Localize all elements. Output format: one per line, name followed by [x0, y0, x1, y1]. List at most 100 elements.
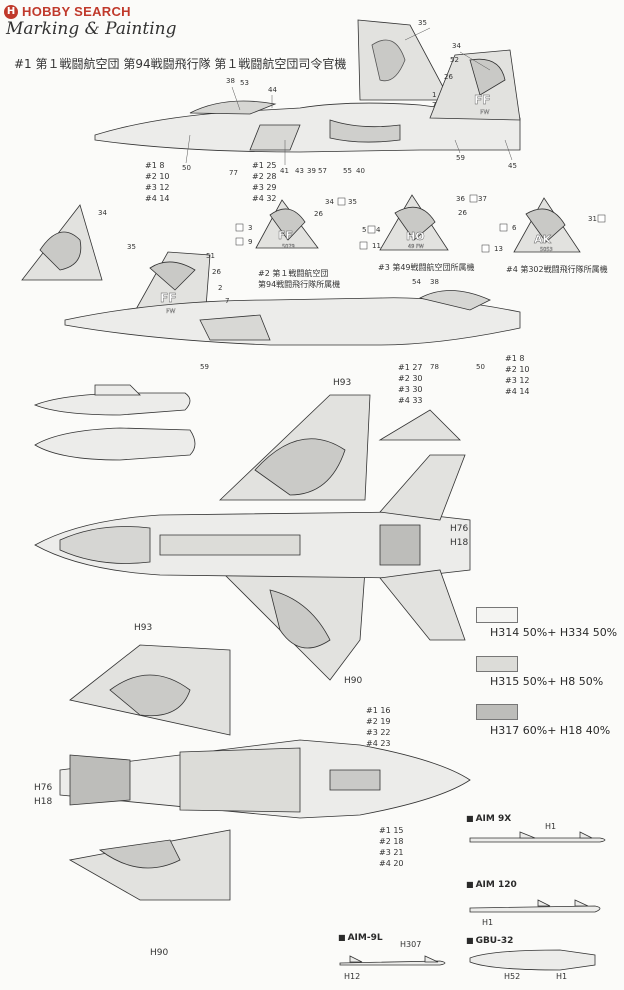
decal-table-5: #1 16#2 19 #3 22#4 23 [366, 706, 391, 748]
tail-code-fin3: HO [406, 230, 425, 243]
weapon-title-aim-9x: AIM 9X [466, 814, 512, 824]
svg-text:41: 41 [280, 167, 289, 175]
svg-text:6: 6 [512, 224, 517, 232]
svg-text:13: 13 [494, 245, 503, 253]
decal-table-4: #1 8#2 10 #3 12#4 14 [505, 354, 530, 396]
callout-h52: H52 [504, 972, 521, 981]
tail-plane-small-view [378, 409, 461, 441]
svg-text:26: 26 [314, 210, 323, 218]
svg-text:35: 35 [348, 198, 357, 206]
external-fuel-tank-1 [33, 384, 191, 416]
callout-h1-a: H1 [545, 822, 557, 831]
weapon-aim-120 [469, 899, 601, 913]
svg-text:38: 38 [226, 77, 235, 85]
svg-text:35: 35 [418, 19, 427, 27]
tail-code-fin2: FF [278, 229, 293, 242]
svg-text:59: 59 [200, 363, 209, 371]
weapon-aim-9x [469, 831, 606, 843]
hobby-search-logo: H HOBBY SEARCH [4, 4, 131, 19]
svg-text:7: 7 [225, 297, 229, 305]
callout-h90-a: H90 [344, 676, 363, 686]
tail-code-side2: FF [160, 291, 176, 305]
roundel-marks [235, 194, 606, 253]
weapon-title-gbu-32: GBU-32 [466, 936, 514, 946]
svg-text:7: 7 [432, 101, 436, 109]
tail-fin-view-3 [379, 194, 449, 251]
callout-h93-b: H93 [134, 623, 153, 633]
logo-mark-icon: H [4, 4, 18, 19]
callout-h307: H307 [400, 940, 422, 949]
weapon-title-aim-120: AIM 120 [466, 880, 517, 890]
svg-text:43: 43 [295, 167, 304, 175]
weapon-gbu-32 [469, 949, 596, 971]
svg-text:37: 37 [478, 195, 487, 203]
svg-text:38: 38 [430, 278, 439, 286]
logo-text: HOBBY SEARCH [22, 4, 131, 19]
svg-text:2: 2 [218, 284, 222, 292]
caption-aircraft-1: #1 第１戦闘航空団 第94戦闘飛行隊 第１戦闘航空団司令官機 [14, 57, 347, 71]
svg-text:34: 34 [98, 209, 107, 217]
svg-text:51: 51 [206, 252, 215, 260]
svg-text:26: 26 [458, 209, 467, 217]
aircraft-bottom-view [59, 644, 471, 901]
tail-code-fin4: AK [534, 233, 552, 246]
svg-text:45: 45 [508, 162, 517, 170]
svg-text:4: 4 [376, 226, 381, 234]
tail-sub-fin4: 5053 [540, 247, 553, 253]
svg-text:9: 9 [248, 238, 252, 246]
aircraft-side-view-1 [94, 19, 521, 153]
decal-table-3: #1 27#2 30 #3 30#4 33 [398, 363, 423, 405]
svg-text:34: 34 [325, 198, 334, 206]
tail-fin-view-4 [513, 197, 581, 253]
svg-text:36: 36 [456, 195, 465, 203]
tail-sub-fin2: 5079 [282, 244, 295, 250]
weapon-title-aim-9l: AIM-9L [338, 933, 383, 943]
caption-aircraft-3: #3 第49戦闘航空団所属機 [378, 263, 475, 272]
legend-swatch-2 [476, 656, 518, 672]
decal-table-2: #1 25#2 28 #3 29#4 32 [252, 161, 277, 203]
tail-fin-large-2 [21, 204, 103, 281]
svg-text:5: 5 [362, 226, 366, 234]
legend-label-2: H315 50%+ H8 50% [490, 675, 604, 688]
svg-text:1: 1 [432, 91, 436, 99]
svg-text:50: 50 [476, 363, 485, 371]
legend-label-1: H314 50%+ H334 50% [490, 626, 618, 639]
aircraft-side-view-2 [64, 251, 521, 346]
callout-h1-c: H1 [556, 972, 568, 981]
svg-text:54: 54 [412, 278, 421, 286]
caption-aircraft-4: #4 第302戦闘飛行隊所属機 [506, 265, 608, 274]
external-fuel-tank-2 [34, 427, 196, 461]
svg-text:55: 55 [343, 167, 352, 175]
tail-sub-side2: FW [166, 308, 175, 315]
svg-text:53: 53 [240, 79, 249, 87]
legend-label-3: H317 60%+ H18 40% [490, 724, 611, 737]
decal-table-6: #1 15#2 18 #3 21#4 20 [379, 826, 404, 868]
svg-text:34: 34 [452, 42, 461, 50]
svg-text:78: 78 [430, 363, 439, 371]
callout-h12: H12 [344, 972, 361, 981]
svg-text:44: 44 [268, 86, 277, 94]
decal-table-1: #1 8#2 10 #3 12#4 14 [145, 161, 170, 203]
legend-swatch-3 [476, 704, 518, 720]
tail-fin-view-2 [255, 199, 319, 249]
svg-text:26: 26 [444, 73, 453, 81]
callout-h18-a: H18 [450, 538, 469, 548]
svg-text:3: 3 [248, 224, 252, 232]
weapon-aim-9l [339, 955, 446, 966]
callout-h93-a: H93 [333, 378, 352, 388]
fuselage-side-1 [94, 102, 521, 153]
svg-text:39: 39 [307, 167, 316, 175]
svg-text:26: 26 [212, 268, 221, 276]
svg-text:52: 52 [450, 56, 459, 64]
callout-h90-b: H90 [150, 948, 169, 958]
caption-aircraft-2: #2 第１戦闘航空団 第94戦闘飛行隊所属機 [258, 269, 341, 289]
leader-lines-1 [185, 27, 513, 165]
callout-h18-b: H18 [34, 797, 53, 807]
callout-h76-a: H76 [450, 524, 469, 534]
svg-text:35: 35 [127, 243, 136, 251]
aircraft-top-view [34, 394, 471, 681]
page-heading: Marking & Painting [6, 19, 177, 39]
